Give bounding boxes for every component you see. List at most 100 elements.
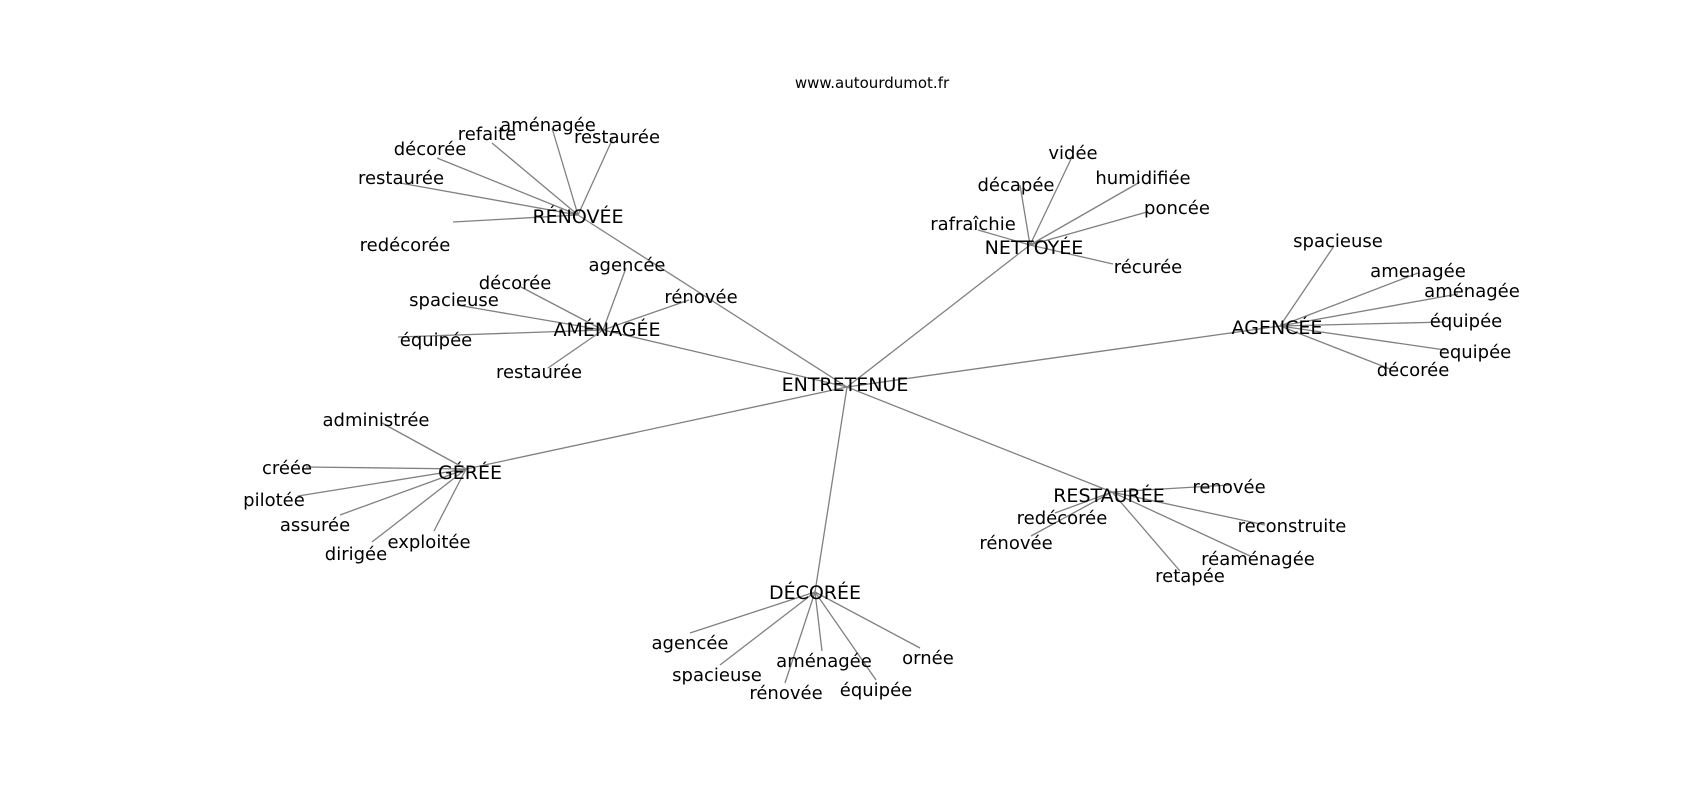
edge-restauree-child-1 xyxy=(1054,491,1113,514)
edge-restauree-child-0 xyxy=(1111,484,1231,493)
node-nettoyee-child-4: rafraîchie xyxy=(930,214,1016,235)
edge-geree-child-1 xyxy=(305,466,467,470)
node-restauree-child-5: retapée xyxy=(1155,566,1225,587)
edge-restauree-child-4 xyxy=(1111,491,1251,557)
edge-restauree-child-3 xyxy=(1111,491,1266,526)
edge-geree-child-4 xyxy=(371,468,467,543)
edge-center-amenagee xyxy=(602,329,848,388)
node-agencee-child-1: amenagée xyxy=(1370,261,1466,282)
graph-edges xyxy=(297,127,1459,684)
node-renovee-child-3: décorée xyxy=(394,139,467,160)
node-renovee: RÉNOVÉE xyxy=(532,205,623,228)
node-geree: GÉRÉE xyxy=(438,461,502,484)
node-restauree-child-1: redécorée xyxy=(1017,508,1108,529)
edge-nettoyee-child-0 xyxy=(1029,156,1073,246)
graph-labels: www.autourdumot.fr ENTRETENUE RÉNOVÉE res… xyxy=(243,74,1520,704)
edge-agencee-child-0 xyxy=(1279,245,1335,327)
edge-amenagee-child-2 xyxy=(520,286,604,331)
edge-restauree-child-2 xyxy=(1030,491,1113,537)
node-renovee-child-0: restaurée xyxy=(574,127,660,148)
edge-center-restauree xyxy=(846,386,1113,493)
edge-agencee-child-3 xyxy=(1279,321,1446,327)
edge-nettoyee-child-1 xyxy=(1019,184,1031,246)
node-amenagee-child-3: spacieuse xyxy=(409,290,499,311)
node-restauree-child-2: rénovée xyxy=(979,533,1052,554)
edge-geree-child-0 xyxy=(381,422,467,470)
node-restauree-child-0: renovée xyxy=(1192,477,1265,498)
node-restauree-child-3: reconstruite xyxy=(1238,516,1347,537)
edge-decoree-child-4 xyxy=(814,591,877,681)
node-amenagee-child-2: décorée xyxy=(479,273,552,294)
node-amenagee-child-0: agencée xyxy=(589,255,666,276)
node-amenagee-child-1: rénovée xyxy=(664,287,737,308)
node-geree-child-4: dirigée xyxy=(325,544,387,565)
edge-agencee-child-2 xyxy=(1279,293,1459,327)
node-restauree: RESTAURÉE xyxy=(1053,484,1165,507)
node-agencee-child-3: équipée xyxy=(1430,311,1502,332)
node-agencee-child-2: aménagée xyxy=(1424,281,1520,302)
node-restauree-child-4: réaménagée xyxy=(1201,549,1315,570)
edge-agencee-child-1 xyxy=(1279,272,1419,327)
node-amenagee: AMÉNAGÉE xyxy=(553,318,660,341)
edge-renovee-child-4 xyxy=(399,182,579,216)
node-decoree-child-5: ornée xyxy=(902,648,954,669)
node-amenagee-child-4: équipée xyxy=(400,330,472,351)
node-decoree-child-0: agencée xyxy=(652,633,729,654)
edge-decoree-child-5 xyxy=(814,591,921,649)
edge-geree-child-3 xyxy=(339,468,467,516)
edge-amenagee-child-4 xyxy=(397,329,604,338)
edge-geree-child-2 xyxy=(297,468,467,497)
node-geree-child-5: exploitée xyxy=(387,532,470,553)
node-decoree-child-4: équipée xyxy=(840,680,912,701)
node-geree-child-0: administrée xyxy=(323,410,430,431)
edge-nettoyee-child-5 xyxy=(1029,244,1114,265)
node-geree-child-3: assurée xyxy=(280,515,350,536)
node-agencee-child-0: spacieuse xyxy=(1293,231,1383,252)
node-renovee-child-1: aménagée xyxy=(500,115,596,136)
edge-renovee-child-3 xyxy=(436,157,579,216)
edge-center-agencee xyxy=(846,325,1281,388)
edge-renovee-child-2 xyxy=(491,142,579,216)
edge-renovee-child-5 xyxy=(452,214,579,223)
website-label: www.autourdumot.fr xyxy=(795,74,950,92)
center-node-label: ENTRETENUE xyxy=(782,374,909,396)
node-nettoyee: NETTOYÉE xyxy=(985,236,1084,259)
node-geree-child-1: créée xyxy=(262,458,312,479)
edge-amenagee-child-5 xyxy=(547,329,604,369)
node-decoree-child-2: rénovée xyxy=(749,683,822,704)
edge-agencee-child-4 xyxy=(1279,325,1446,351)
node-renovee-child-2: refaite xyxy=(458,124,517,145)
node-amenagee-child-5: restaurée xyxy=(496,362,582,383)
edge-restauree-child-5 xyxy=(1111,491,1181,572)
edge-amenagee-child-0 xyxy=(602,267,627,331)
node-nettoyee-child-5: récurée xyxy=(1114,257,1183,278)
edge-nettoyee-child-3 xyxy=(1029,211,1148,246)
node-agencee: AGENCÉE xyxy=(1232,316,1323,339)
edge-geree-child-5 xyxy=(433,468,467,532)
node-nettoyee-child-3: poncée xyxy=(1144,198,1210,219)
edge-decoree-child-3 xyxy=(814,591,823,652)
edge-center-renovee xyxy=(577,214,848,388)
edge-decoree-child-2 xyxy=(784,591,816,684)
edge-renovee-child-1 xyxy=(551,127,579,216)
edge-nettoyee-child-2 xyxy=(1029,181,1141,246)
edge-amenagee-child-1 xyxy=(602,299,690,331)
edge-decoree-child-1 xyxy=(719,591,816,666)
edge-amenagee-child-3 xyxy=(456,304,604,331)
node-decoree-child-1: spacieuse xyxy=(672,665,762,686)
edge-center-nettoyee xyxy=(846,244,1031,388)
node-renovee-child-4: restaurée xyxy=(358,168,444,189)
edge-agencee-child-5 xyxy=(1279,325,1391,370)
node-agencee-child-5: décorée xyxy=(1377,360,1450,381)
edge-decoree-child-0 xyxy=(689,591,816,634)
node-geree-child-2: pilotée xyxy=(243,490,305,511)
node-agencee-child-4: equipée xyxy=(1439,342,1511,363)
node-decoree: DÉCORÉE xyxy=(769,581,861,604)
node-decoree-child-3: aménagée xyxy=(776,651,872,672)
node-renovee-child-5: redécorée xyxy=(360,235,451,256)
node-nettoyee-child-0: vidée xyxy=(1048,143,1097,164)
node-nettoyee-child-2: humidifiée xyxy=(1095,168,1190,189)
edge-nettoyee-child-4 xyxy=(977,229,1031,246)
edge-center-decoree xyxy=(814,386,848,593)
